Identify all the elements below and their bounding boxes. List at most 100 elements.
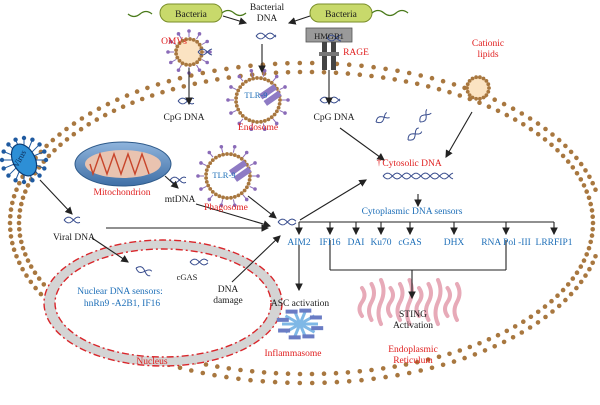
membrane-lipid-head [495,332,501,338]
membrane-lipid-head [568,291,574,297]
vesicle-lipid-head [251,119,256,124]
membrane-lipid-head [32,270,38,276]
vesicle-lipid-head [467,79,472,83]
membrane-lipid-head [492,97,498,102]
membrane-lipid-head [346,62,352,67]
sensor-label: DAI [348,238,365,248]
vesicle-spike [176,32,181,36]
membrane-lipid-head [20,266,25,272]
dna-helix [255,32,277,40]
membrane-lipid-head [549,298,554,304]
vesicle-lipid-head [262,119,267,123]
membrane-lipid-head [17,233,23,238]
membrane-lipid-head [392,364,398,369]
vesicle-spike [197,32,202,36]
vesicle-lipid-head [246,181,251,186]
membrane-lipid-head [528,126,534,132]
membrane-lipid-head [8,227,13,232]
vesicle-spike [256,174,260,178]
membrane-lipid-head [273,370,279,376]
vesicle-lipid-head [232,153,237,158]
vesicle-lipid-head [487,86,491,90]
viral-dna-label: Viral DNA [53,233,95,243]
membrane-lipid-head [512,324,518,329]
membrane-lipid-head [11,247,17,252]
membrane-lipid-head [495,108,501,114]
membrane-lipid-head [560,287,566,293]
membrane-lipid-head [492,344,498,349]
membrane-lipid-head [249,369,255,374]
membrane-lipid-head [369,367,374,373]
membrane-lipid-head [14,187,19,192]
membrane-lipid-head [563,143,568,149]
membrane-lipid-head [203,79,209,84]
sensor-label: LRRFIP1 [536,238,573,248]
dna-helix [375,112,390,124]
virus-spike [0,157,5,163]
membrane-lipid-head [260,379,266,384]
membrane-lipid-head [549,142,554,148]
membrane-lipid-head [321,70,327,75]
membrane-lipid-head [380,75,386,80]
virus-spike [13,137,18,142]
membrane-lipid-head [115,97,120,102]
membrane-lipid-head [543,126,548,132]
membrane-lipid-head [535,309,541,315]
vesicle-lipid-head [177,41,182,46]
membrane-lipid-head [527,116,533,121]
membrane-lipid-head [238,367,243,373]
membrane-lipid-head [371,64,376,70]
membrane-lipid-head [586,195,592,201]
dna-helix [419,109,432,123]
membrane-lipid-head [357,72,363,77]
vesicle-spike [274,121,279,126]
membrane-lipid-head [574,270,580,276]
membrane-lipid-head [28,279,34,285]
membrane-lipid-head [574,155,579,161]
membrane-lipid-head [451,82,457,87]
membrane-lipid-head [321,371,327,377]
membrane-lipid-head [192,81,198,87]
membrane-lipid-head [17,227,22,232]
vesicle-spike [244,150,249,155]
membrane-lipid-head [512,117,518,122]
membrane-lipid-head [457,93,463,98]
vesicle-lipid-head [204,176,209,180]
vesicle-lipid-head [214,192,218,197]
mtdna-label: mtDNA [165,195,196,205]
sensor-label: RNA Pol -III [481,238,531,248]
vesicle-lipid-head [221,195,226,200]
membrane-lipid-head [25,258,31,263]
vesicle-lipid-head [208,161,213,166]
vesicle-lipid-head [266,78,271,83]
vesicle-lipid-head [240,114,245,118]
membrane-lipid-head [20,195,26,201]
endosome-label: Endosome [238,123,278,133]
inflammasome-subunit [302,334,315,339]
vesicle-lipid-head [206,183,211,188]
membrane-lipid-head [590,220,596,226]
membrane-lipid-head [260,62,266,67]
vesicle-lipid-head [465,86,469,90]
membrane-lipid-head [568,149,574,155]
virus-spike [1,166,6,171]
vesicle-lipid-head [484,93,489,97]
membrane-lipid-head [14,253,19,259]
dna-helix [277,218,297,226]
vesicle-lipid-head [234,100,239,104]
membrane-lipid-head [309,60,315,66]
vesicle-lipid-head [234,104,239,108]
membrane-lipid-head [578,264,584,269]
membrane-lipid-head [50,137,56,143]
vesicle-lipid-head [481,95,486,100]
membrane-lipid-head [574,285,579,291]
dna-helix [382,172,454,180]
membrane-lipid-head [414,359,420,365]
membrane-lipid-head [414,81,420,87]
inflammasome-subunit [299,308,312,313]
membrane-lipid-head [440,78,446,84]
membrane-lipid-head [429,75,435,81]
membrane-lipid-head [236,376,241,382]
